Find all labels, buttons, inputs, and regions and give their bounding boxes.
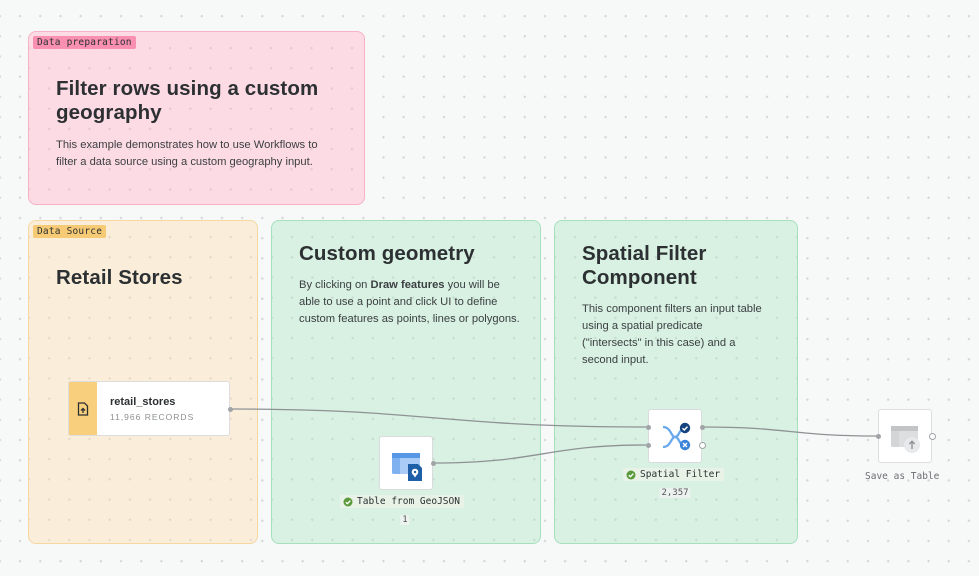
group-description: This example demonstrates how to use Wor…	[56, 139, 318, 168]
output-port-match[interactable]	[700, 425, 705, 430]
group-custom-geometry[interactable]: Custom geometry By clicking on Draw feat…	[271, 220, 541, 544]
node-label-text: Table from GeoJSON	[357, 496, 460, 507]
node-label-table-from-geojson: Table from GeoJSON	[340, 495, 464, 508]
node-label-spatial-filter: Spatial Filter	[623, 468, 725, 481]
save-table-icon	[891, 426, 920, 453]
group-tag: Data preparation	[33, 36, 136, 49]
description-text: By clicking on	[299, 279, 371, 291]
input-port-secondary[interactable]	[646, 443, 651, 448]
description-bold: Draw features	[370, 279, 445, 291]
spatial-filter-icon	[662, 422, 691, 451]
output-port[interactable]	[228, 407, 233, 412]
node-label-save-as-table: Save as Table	[865, 471, 940, 482]
node-spatial-filter[interactable]	[646, 409, 706, 463]
input-port[interactable]	[876, 434, 881, 439]
table-geojson-icon	[392, 453, 422, 481]
check-circle-icon	[343, 497, 353, 506]
output-port-unmatch[interactable]	[699, 442, 706, 449]
group-title: Filter rows using a custom geography	[56, 77, 319, 124]
input-port-main[interactable]	[646, 425, 651, 430]
group-description: By clicking on Draw features you will be…	[299, 277, 524, 328]
output-port[interactable]	[431, 461, 436, 466]
node-icon-panel	[69, 382, 97, 435]
group-tag: Data Source	[33, 225, 107, 238]
check-circle-icon	[626, 470, 636, 479]
node-retail-stores[interactable]: retail_stores 11,966 RECORDS	[68, 381, 233, 436]
node-count: 2,357	[659, 488, 691, 498]
output-port[interactable]	[929, 433, 936, 440]
node-table-from-geojson[interactable]	[379, 436, 436, 490]
node-count: 1	[400, 515, 410, 525]
description-text: you will be able to use a point and clic…	[299, 279, 520, 325]
group-title: Custom geometry	[299, 242, 475, 265]
node-label-text: Spatial Filter	[640, 469, 721, 480]
group-title: Retail Stores	[56, 266, 183, 289]
node-title: retail_stores	[110, 396, 176, 408]
group-data-preparation[interactable]: Data preparation Filter rows using a cus…	[28, 31, 365, 205]
node-save-as-table[interactable]	[876, 409, 936, 463]
group-title: Spatial Filter Component	[582, 242, 707, 289]
file-upload-icon	[77, 402, 89, 416]
node-records: 11,966 RECORDS	[110, 412, 195, 422]
group-description: This component filters an input table us…	[582, 303, 762, 366]
